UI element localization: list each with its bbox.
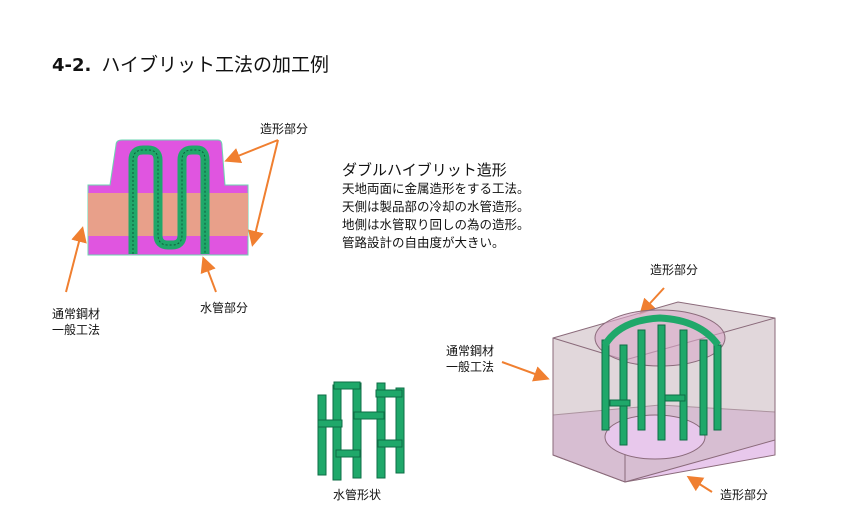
pipe-shape-image: [317, 381, 405, 481]
slide-title: 4-2.ハイブリット工法の加工例: [52, 54, 329, 76]
label-base-material-3d: 通常鋼材一般工法: [446, 344, 495, 374]
3d-model-image: [552, 301, 776, 483]
cross-section-diagram: [87, 139, 249, 256]
pipe-shape-caption: 水管形状: [333, 488, 382, 502]
label-build-top: 造形部分: [650, 263, 699, 277]
label-pipe-part: 水管部分: [200, 301, 249, 315]
label-build-bottom: 造形部分: [720, 488, 769, 502]
description: ダブルハイブリット造形 天地両面に金属造形をする工法。 天側は製品部の冷却の水管…: [342, 161, 530, 250]
label-base-material: 通常鋼材一般工法: [52, 307, 101, 337]
label-build-part: 造形部分: [260, 122, 309, 136]
arrows: [65, 139, 713, 493]
